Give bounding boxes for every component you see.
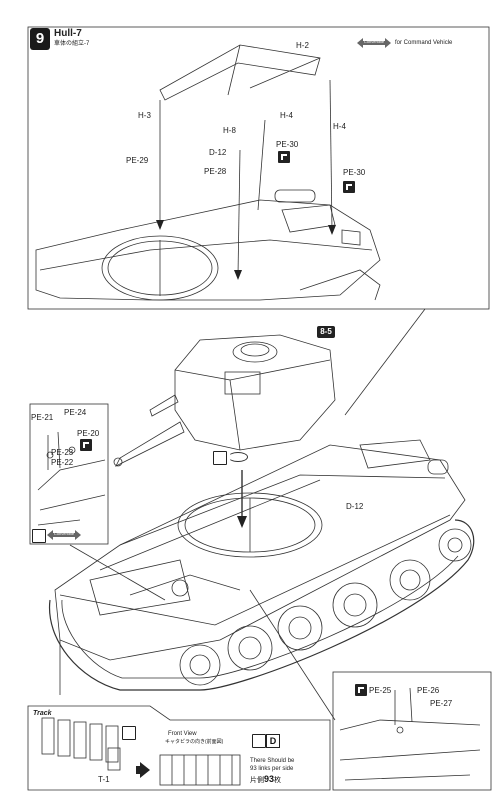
callout-h4-left: H-4 [280,111,293,120]
callout-pe26: PE-26 [417,686,440,695]
track-note-jp-prefix: 片側 [250,777,264,784]
track-note-jp-suffix: 枚 [274,777,282,784]
track-front-view [159,754,241,786]
photo-etch-icon [355,684,367,696]
callout-pe29: PE-29 [126,156,149,165]
callout-pe24: PE-24 [64,408,87,417]
glue-icon [32,529,46,543]
photo-etch-icon [80,439,92,451]
step-frame [27,26,490,310]
photo-etch-icon [343,181,355,193]
callout-pe23: PE-23 [51,448,74,457]
callout-pe20: PE-20 [77,429,100,438]
front-view-label-jp: キャタピラの向き(前面図) [165,739,224,745]
rotate-arrow-icon [228,452,248,462]
callout-pe22: PE-22 [51,458,74,467]
callout-pe30-right: PE-30 [343,168,366,177]
reference-step-badge: 8-5 [317,326,335,338]
callout-pe27: PE-27 [430,699,453,708]
track-note-jp: 片側93枚 [250,774,281,785]
front-view-label: Front View [168,731,197,737]
part-tree-badge: D [266,734,280,748]
callout-h8: H-8 [223,126,236,135]
track-inset-frame [27,705,331,791]
callout-h3: H-3 [138,111,151,120]
right-inset-frame [332,671,492,791]
track-title: Track [33,710,52,717]
callout-pe21: PE-21 [31,413,54,422]
callout-d12-top: D-12 [209,148,227,157]
glue-icon [252,734,266,748]
convertible-arrow-icon: Convertible [357,38,391,48]
left-inset-frame [29,403,109,545]
convertible-badge-label: Convertible [363,39,385,44]
track-note-line2: 93 links per side [250,766,294,772]
convertible-arrow-icon: Convertible [47,530,81,540]
convertible-badge-label: Convertible [53,531,75,536]
track-note-jp-number: 93 [264,774,275,784]
track-note-line1: There Should be [250,758,295,764]
step-number: 9 [30,28,50,50]
callout-pe30-left: PE-30 [276,140,299,149]
callout-pe25: PE-25 [369,686,392,695]
glue-icon [122,726,136,740]
callout-h2: H-2 [296,41,309,50]
callout-t1: T-1 [98,775,110,784]
glue-icon [213,451,227,465]
step-subtitle: 車体の組立-7 [54,41,90,47]
track-links [41,717,121,771]
callout-h4-right: H-4 [333,122,346,131]
callout-pe28: PE-28 [204,167,227,176]
photo-etch-icon [278,151,290,163]
convertible-note: for Command Vehicle [395,40,453,46]
step-title: Hull-7 [54,28,82,39]
callout-d12-main: D-12 [346,502,364,511]
